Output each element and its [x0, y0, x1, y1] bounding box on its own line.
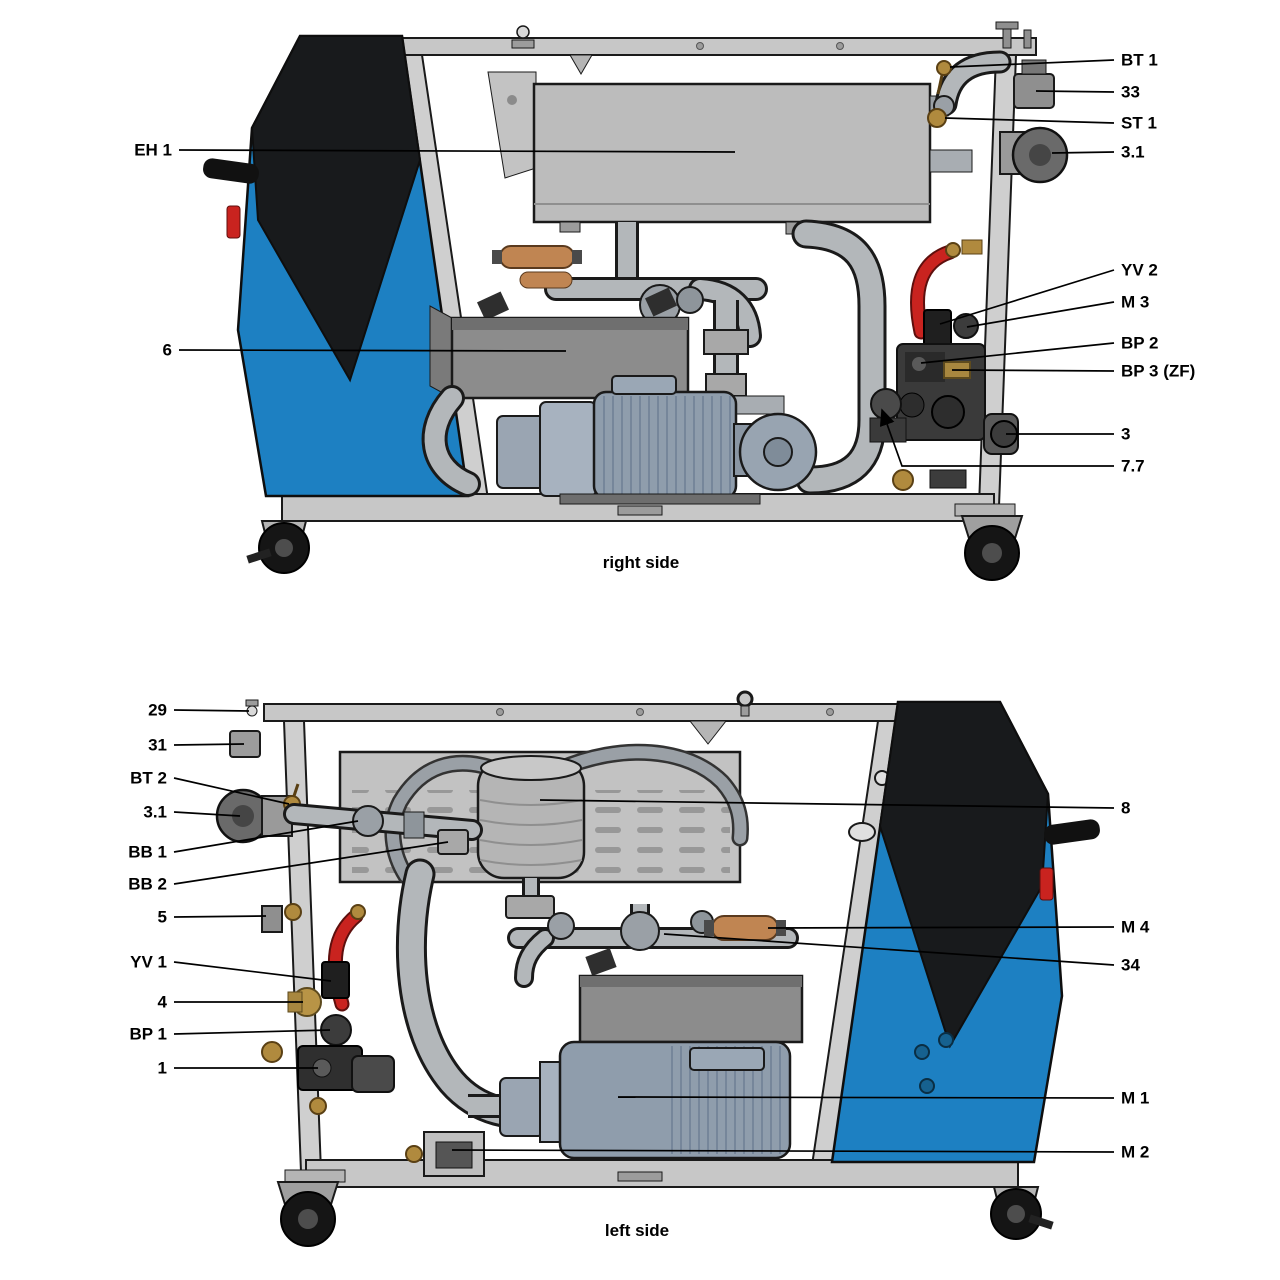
red-latch	[226, 205, 241, 239]
leader-line	[966, 301, 1115, 328]
leader-line	[949, 59, 1115, 68]
piping-manifold-right	[476, 219, 887, 495]
housing-left-view	[830, 700, 1100, 1164]
leader-line	[173, 961, 332, 982]
pump-motor-right	[421, 375, 818, 505]
leader-line	[173, 743, 245, 746]
leader-lines	[173, 59, 1115, 1153]
leader-line	[173, 777, 290, 805]
leader-line	[173, 820, 359, 853]
copper-heater-cartridge	[499, 245, 575, 269]
pump-7-7	[870, 388, 902, 420]
sensor-st1	[927, 108, 947, 128]
leader-line	[173, 811, 241, 817]
leader-line	[173, 709, 250, 712]
red-hose	[912, 246, 956, 338]
bracket-m2	[405, 1131, 485, 1177]
leader-line	[539, 799, 1115, 809]
sensor-bt1	[936, 60, 952, 76]
leader-line	[178, 349, 567, 352]
leader-line	[173, 1029, 331, 1035]
leader-line	[939, 269, 1115, 325]
leader-line	[767, 926, 1115, 929]
heat-exchanger-left	[578, 974, 804, 1044]
union-bb2	[437, 829, 469, 855]
expansion-vessel	[384, 743, 749, 919]
leader-line	[1035, 90, 1115, 93]
top-fittings-right	[927, 50, 1069, 184]
left-side-view-art	[215, 690, 1100, 1247]
red-latch	[1039, 867, 1054, 901]
pump-head-34	[620, 911, 660, 951]
handle	[1044, 819, 1100, 845]
leader-line	[451, 1149, 1115, 1153]
eh1-heater-box	[487, 71, 973, 235]
leader-line	[944, 117, 1115, 124]
leader-line	[920, 342, 1115, 364]
bracket-5	[261, 905, 283, 933]
left-fittings	[215, 699, 483, 933]
motor-m1	[468, 1040, 792, 1160]
motor-m3	[953, 313, 979, 339]
leader-line	[1051, 151, 1115, 154]
valve-cluster-left	[261, 904, 395, 1115]
leader-line	[173, 915, 267, 918]
leader-line	[879, 408, 1114, 467]
leader-line	[617, 1096, 1115, 1099]
handle	[203, 158, 259, 184]
leader-line	[173, 841, 449, 885]
solenoid-yv2	[923, 309, 952, 347]
leader-line	[951, 369, 1115, 372]
manifold-left	[507, 904, 799, 988]
leader-line	[178, 149, 736, 153]
right-side-view-art	[203, 21, 1069, 581]
leader-line	[663, 933, 1115, 966]
